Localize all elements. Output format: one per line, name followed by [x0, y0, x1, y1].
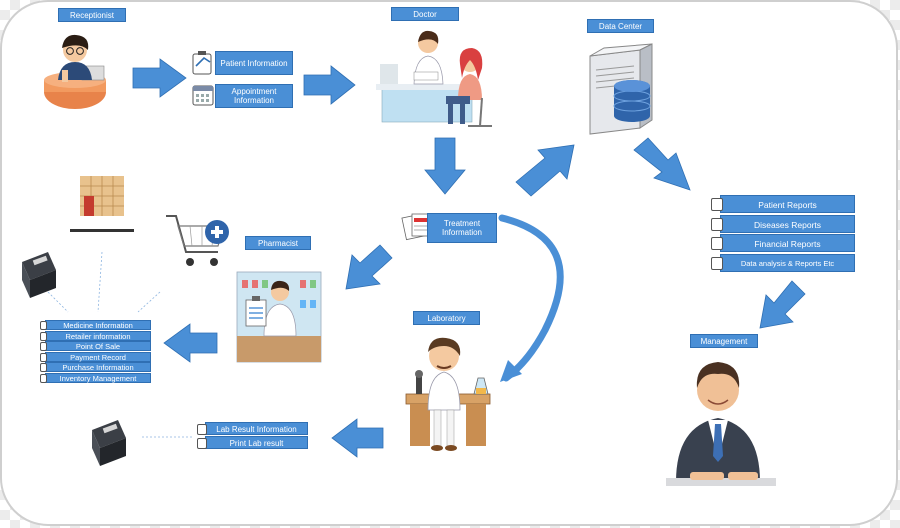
pharmacy-item-label: Retailer information — [65, 331, 131, 341]
clipboard-icon — [192, 51, 212, 75]
laboratory-label: Laboratory — [413, 311, 480, 325]
lab-item-label: Print Lab result — [229, 439, 284, 448]
report-label: Diseases Reports — [753, 219, 822, 230]
report-label: Data analysis & Reports Etc — [740, 258, 835, 268]
pharmacy-list: Medicine Information Retailer informatio… — [40, 320, 151, 383]
clipboard-icon — [40, 363, 47, 372]
clipboard-icon — [40, 373, 47, 383]
patient-information-tag: Patient Information — [215, 51, 293, 75]
pharmacy-item-label: Payment Record — [70, 352, 126, 362]
clipboard-icon — [197, 424, 207, 435]
arrow-treatment-to-pharmacist — [345, 244, 393, 290]
connector-lines — [47, 251, 192, 438]
arrow-treatment-to-datacenter — [515, 144, 575, 197]
scientist-illustration — [405, 337, 491, 451]
management-label: Management — [690, 334, 758, 348]
doctor-label: Doctor — [391, 7, 459, 21]
pharmacy-item-label: Purchase Information — [62, 363, 134, 372]
receptionist-illustration — [44, 34, 106, 109]
lab-item-print: Print Lab result — [197, 436, 308, 449]
data-center-label: Data Center — [587, 19, 654, 33]
pharmacy-item-label: Inventory Management — [59, 373, 137, 383]
appointment-information-tag: Appointment Information — [215, 84, 293, 108]
report-label: Patient Reports — [758, 200, 817, 210]
pharmacy-item: Point Of Sale — [40, 341, 151, 351]
clipboard-icon — [711, 217, 723, 231]
report-item-patient: Patient Reports — [711, 195, 855, 213]
clipboard-icon — [40, 331, 47, 341]
pharmacist-illustration — [236, 271, 322, 363]
clipboard-icon — [40, 342, 47, 351]
lab-item-label: Lab Result Information — [216, 425, 297, 434]
arrow-laboratory-to-lab-list — [331, 418, 384, 458]
lab-list: Lab Result Information Print Lab result — [197, 422, 308, 450]
pharmacy-item-label: Medicine Information — [63, 321, 133, 330]
arrow-info-to-doctor — [303, 65, 356, 105]
pharmacy-item: Payment Record — [40, 351, 151, 362]
pharmacy-item: Retailer information — [40, 330, 151, 341]
warehouse-icon — [70, 176, 134, 232]
report-item-diseases: Diseases Reports — [711, 214, 855, 233]
receptionist-label: Receptionist — [58, 8, 126, 22]
report-item-financial: Financial Reports — [711, 234, 855, 252]
clipboard-icon — [711, 256, 723, 270]
clipboard-icon — [711, 237, 723, 250]
curved-arrow-treatment-to-laboratory — [498, 214, 564, 382]
manager-illustration — [666, 362, 776, 486]
clipboard-icon — [197, 438, 207, 449]
pharmacy-item-label: Point Of Sale — [75, 342, 121, 351]
printer-icon-top — [22, 252, 56, 298]
shopping-cart-icon — [166, 215, 229, 266]
arrow-receptionist-to-info — [132, 58, 187, 98]
report-item-analysis: Data analysis & Reports Etc — [711, 253, 855, 272]
prescription-icon — [401, 213, 431, 241]
pharmacy-item: Medicine Information — [40, 320, 151, 330]
calendar-icon — [192, 85, 214, 106]
arrow-reports-to-management — [759, 280, 806, 329]
report-label: Financial Reports — [754, 239, 821, 249]
arrow-datacenter-to-reports — [633, 137, 691, 191]
server-illustration — [589, 43, 653, 135]
arrow-pharmacist-to-pharmacy-list — [163, 323, 218, 363]
treatment-information-tag: Treatment Information — [427, 213, 497, 243]
doctor-illustration — [376, 30, 492, 127]
pharmacy-item: Inventory Management — [40, 372, 151, 383]
clipboard-icon — [40, 352, 47, 362]
lab-item-result: Lab Result Information — [197, 422, 308, 435]
clipboard-icon — [711, 198, 723, 211]
reports-list: Patient Reports Diseases Reports Financi… — [711, 195, 855, 273]
pharmacy-item: Purchase Information — [40, 362, 151, 372]
printer-icon-bottom — [92, 420, 126, 466]
clipboard-icon — [40, 321, 47, 330]
pharmacist-label: Pharmacist — [245, 236, 311, 250]
arrow-doctor-to-treatment — [424, 137, 466, 195]
